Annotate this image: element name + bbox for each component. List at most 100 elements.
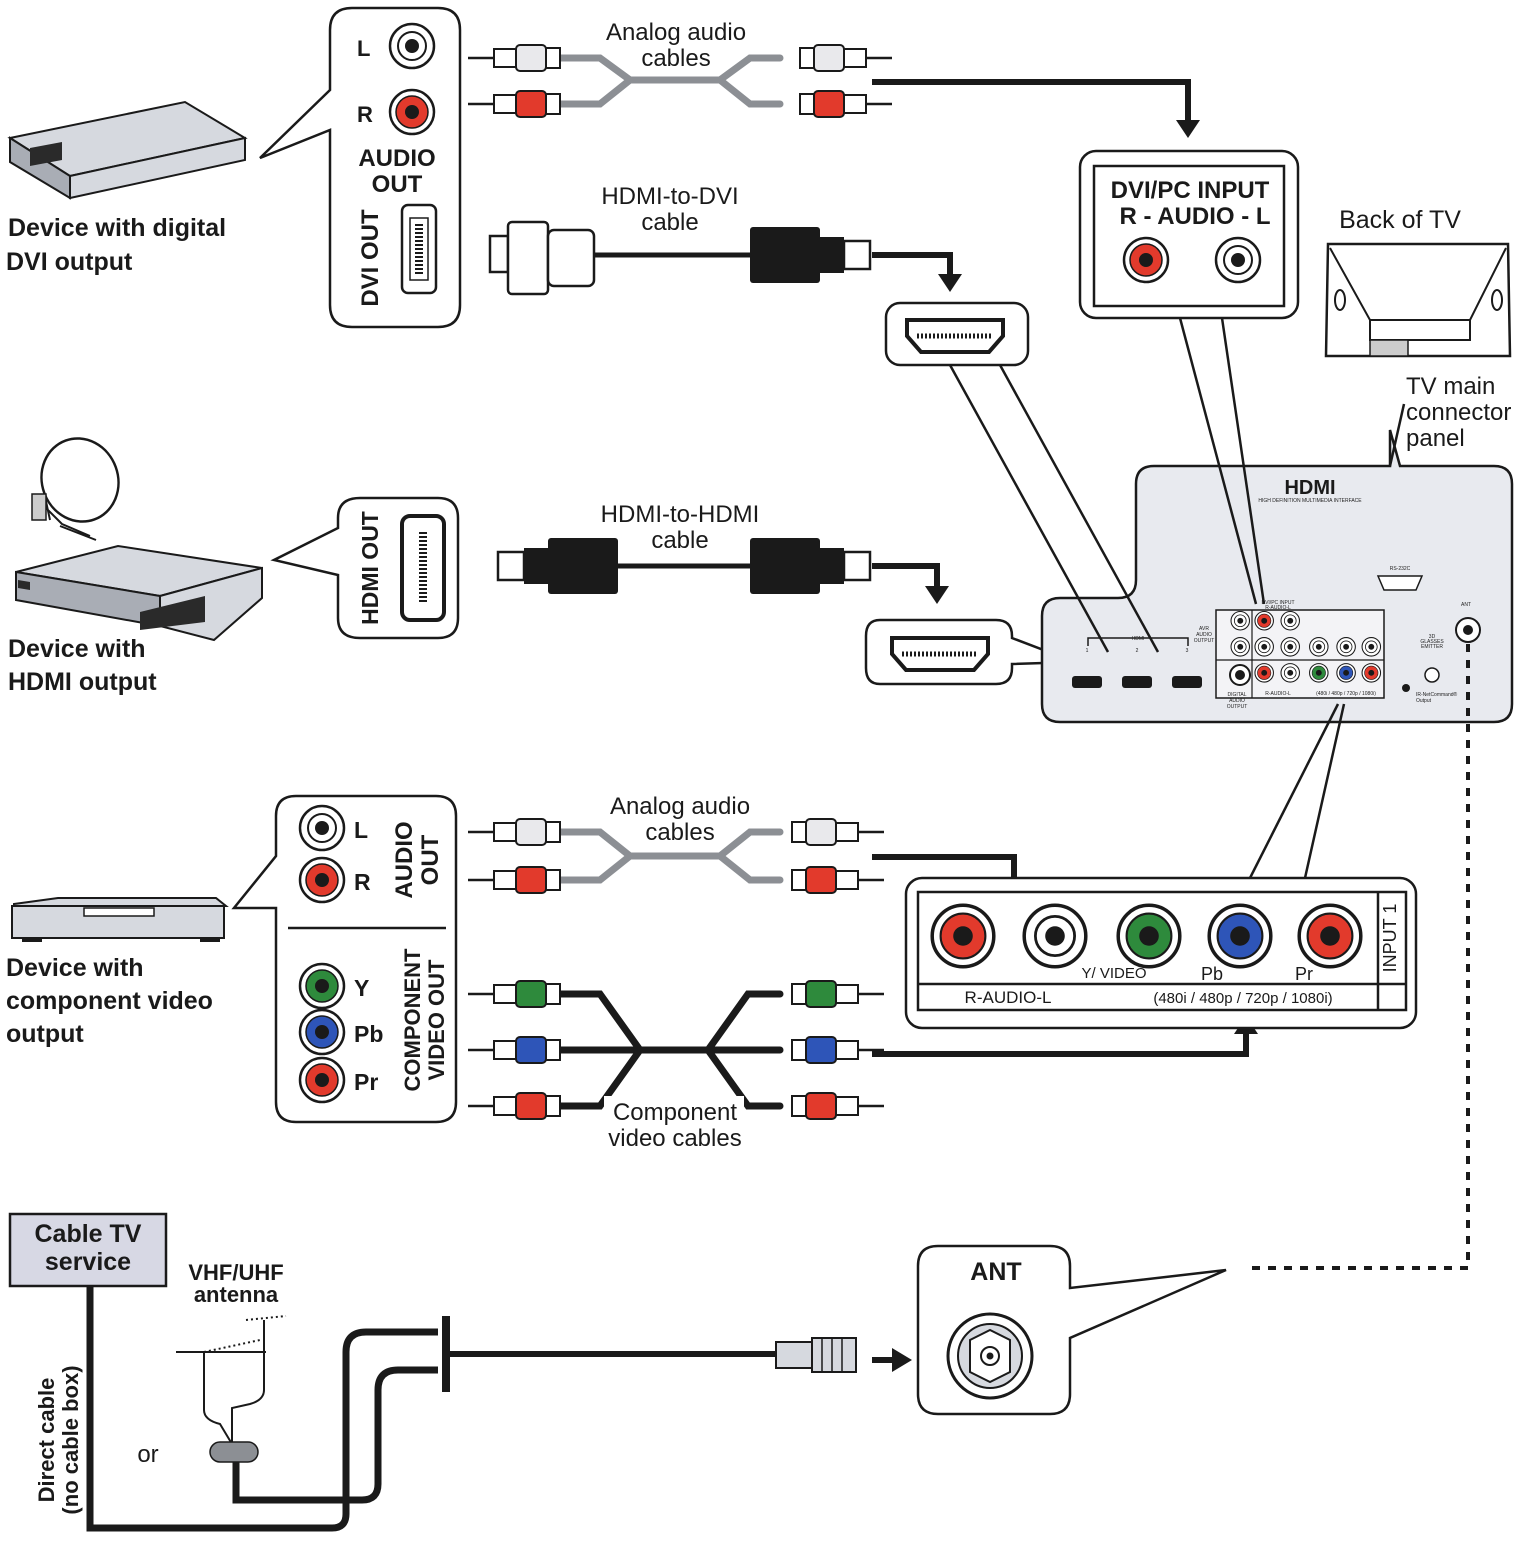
input-1-pr: Pr [1295, 964, 1313, 984]
hdmi-dvi-label-2: cable [641, 209, 698, 236]
dvi-callout-audio-2: OUT [372, 171, 423, 198]
dvi-small-label-2: R-AUDIO-L [1265, 605, 1291, 611]
hdmi-device-label-2: HDMI output [8, 668, 157, 696]
ir-label-1: IR-NetCommand® [1416, 691, 1458, 698]
dvi-callout-r: R [357, 102, 373, 127]
tv-main-connector-panel [1040, 403, 1514, 724]
dvi-callout-dvi-out: DVI OUT [357, 209, 384, 307]
hdmi-hdmi-arrow [872, 563, 940, 590]
avr-label-1: AVR [1199, 626, 1209, 632]
callout-pointer-lines [948, 317, 1346, 879]
input-1-y-video: Y/ VIDEO [1081, 965, 1146, 982]
avr-label-2: AUDIO [1196, 632, 1212, 638]
coax-cables [86, 1286, 857, 1532]
digital-audio-label-2: AUDIO [1229, 698, 1245, 704]
hdmi-device [15, 544, 263, 642]
back-of-tv-label: Back of TV [1339, 206, 1461, 234]
vhf-label-1: VHF/UHF [188, 1260, 283, 1285]
direct-cable-label-2: (no cable box) [58, 1365, 83, 1514]
raudio-small-label: R-AUDIO-L [1265, 691, 1291, 697]
hdmi-out-label: HDMI OUT [357, 511, 383, 625]
comp-callout-r: R [354, 869, 371, 895]
hdmi-to-hdmi-cable [496, 536, 872, 596]
input-1-resolutions: (480i / 480p / 720p / 1080i) [1153, 990, 1332, 1007]
analog-audio-cable-top [466, 43, 894, 119]
back-of-tv-illustration [1324, 242, 1512, 358]
input-1-callout [904, 876, 1418, 1030]
hdmi-hdmi-label-1: HDMI-to-HDMI [601, 501, 760, 528]
component-device-label-2: component video [6, 987, 213, 1015]
hdmi-to-dvi-cable [488, 220, 872, 296]
analog-audio-bottom-label-1: Analog audio [610, 793, 750, 820]
hdmi-dvi-label-1: HDMI-to-DVI [601, 183, 738, 210]
dvi-device-label-1: Device with digital [8, 214, 226, 242]
analog-audio-cable-bottom [466, 817, 886, 895]
hdmi-device-label-1: Device with [8, 635, 146, 663]
vhf-label-2: antenna [194, 1282, 279, 1307]
hdmi-port-3-label: 3 [1186, 648, 1189, 654]
comp-callout-audio-2: OUT [417, 834, 444, 885]
dvi-pc-input-callout [1078, 149, 1300, 320]
vhf-uhf-antenna-icon [176, 1315, 287, 1463]
comp-callout-y: Y [354, 975, 369, 1001]
ant-callout-label: ANT [970, 1258, 1021, 1286]
tv-main-panel-label-1: TV main [1406, 373, 1495, 400]
cable-tv-label-1: Cable TV [35, 1220, 142, 1248]
input-1-r-audio-l: R-AUDIO-L [965, 988, 1052, 1007]
audio-top-arrow [872, 79, 1191, 124]
analog-audio-bottom-label-2: cables [645, 819, 714, 846]
cable-tv-label-2: service [45, 1248, 131, 1276]
dvi-pc-input-subtitle: R - AUDIO - L [1119, 203, 1270, 230]
digital-audio-label-1: DIGITAL [1227, 692, 1246, 698]
ant-callout [916, 1244, 1227, 1416]
glasses-label-2: GLASSES [1420, 639, 1444, 645]
hdmi-device-callout [270, 496, 460, 640]
component-device-callout [231, 794, 458, 1124]
digital-audio-label-3: OUTPUT [1227, 704, 1248, 710]
input-1-title: INPUT 1 [1380, 904, 1400, 973]
comp-callout-pr: Pr [354, 1069, 378, 1095]
component-label-2: video cables [608, 1125, 741, 1152]
component-device [11, 897, 229, 942]
component-video-cable [466, 979, 886, 1121]
comp-callout-l: L [354, 817, 368, 843]
cable-tv-service-box [8, 1212, 168, 1288]
res-small-label: (480i / 480p / 720p / 1080i) [1316, 691, 1376, 697]
hdmi-port-1-label: 1 [1086, 648, 1089, 654]
avr-label-3: OUTPUT [1194, 638, 1215, 644]
comp-callout-pb: Pb [354, 1021, 383, 1047]
hdmi-logo-sub: HIGH DEFINITION MULTIMEDIA INTERFACE [1258, 498, 1362, 504]
dvi-device [7, 100, 248, 200]
hdmi-port-callout-mid [864, 618, 1076, 686]
hdmi-hdmi-label-2: cable [651, 527, 708, 554]
dvi-callout-audio-1: AUDIO [358, 145, 435, 172]
analog-audio-top-label-1: Analog audio [606, 19, 746, 46]
dvi-device-label-2: DVI output [6, 248, 133, 276]
dvi-small-label-1: DVI/PC INPUT [1261, 600, 1294, 606]
dvi-callout-l: L [357, 36, 370, 61]
comp-callout-audio-1: AUDIO [391, 821, 418, 898]
tv-main-panel-label-3: panel [1406, 425, 1465, 452]
direct-cable-label-1: Direct cable [34, 1378, 59, 1503]
analog-audio-top-label-2: cables [641, 45, 710, 72]
hdmi-small-label: HDMI [1132, 636, 1145, 642]
input-1-pb: Pb [1201, 964, 1223, 984]
dvi-device-callout [259, 6, 462, 329]
ant-small-label: ANT [1461, 602, 1471, 608]
ir-label-2: Output [1416, 698, 1432, 704]
rs232-label: RS-232C [1390, 566, 1411, 572]
hdmi-dvi-arrow [872, 252, 953, 278]
glasses-label-1: 3D [1429, 634, 1436, 640]
glasses-label-3: EMITTER [1421, 644, 1443, 650]
hdmi-port-2-label: 2 [1136, 648, 1139, 654]
dvi-pc-input-title: DVI/PC INPUT [1111, 177, 1270, 204]
component-device-label-3: output [6, 1020, 84, 1048]
component-label-1: Component [613, 1099, 737, 1126]
comp-callout-component-2: VIDEO OUT [424, 959, 449, 1081]
satellite-dish-icon [31, 437, 120, 541]
hdmi-logo: HDMI [1284, 477, 1335, 499]
component-arrow [872, 1030, 1249, 1057]
ant-dotted-line [1252, 642, 1470, 1270]
component-device-label-1: Device with [6, 954, 144, 982]
